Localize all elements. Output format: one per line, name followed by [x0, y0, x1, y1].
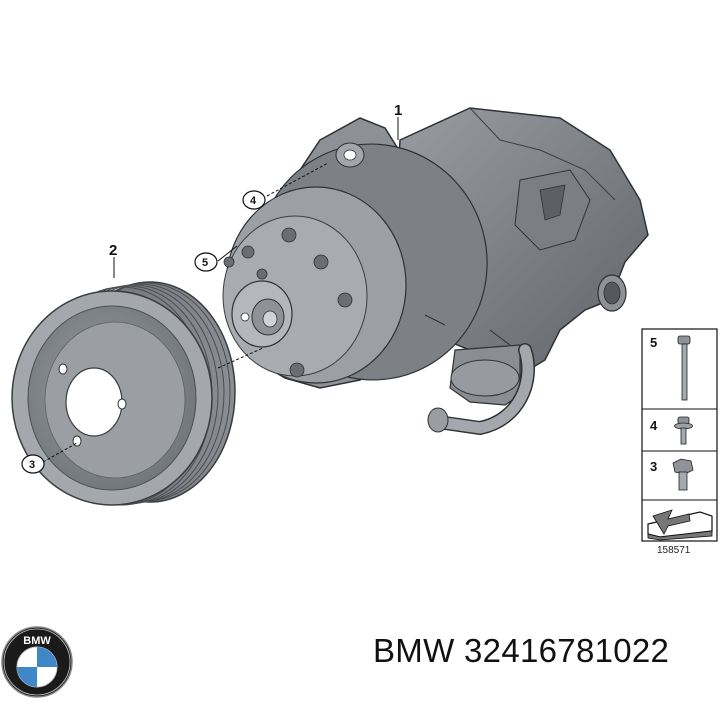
callout-3-badge: 3	[21, 454, 45, 474]
legend-item-5: 5	[650, 335, 657, 350]
bolt-washer-icon	[674, 416, 693, 445]
bmw-logo-text: BMW	[23, 635, 51, 647]
callout-2: 2	[109, 242, 117, 259]
callout-1: 1	[394, 102, 402, 119]
callout-5-badge: 5	[194, 252, 218, 272]
long-bolt-icon	[677, 335, 691, 401]
legend-item-3: 3	[650, 459, 657, 474]
callout-4-badge: 4	[242, 190, 266, 210]
parts-legend: 5 4 3	[641, 328, 718, 542]
callout-3: 3	[29, 459, 35, 471]
hex-bolt-icon	[672, 458, 694, 491]
pulley-part	[11, 281, 236, 506]
callout-4: 4	[250, 195, 257, 207]
part-caption: BMW 32416781022	[373, 632, 669, 670]
bmw-logo: BMW	[1, 626, 73, 698]
diagram-code: 158571	[657, 545, 691, 556]
caption-part-number: 32416781022	[464, 632, 670, 669]
leader-lines	[42, 117, 399, 463]
caption-brand: BMW	[373, 632, 455, 669]
fitting-arrow-icon	[647, 509, 713, 541]
callout-5: 5	[202, 257, 208, 269]
pump-part	[222, 107, 649, 436]
legend-item-4: 4	[650, 418, 658, 433]
